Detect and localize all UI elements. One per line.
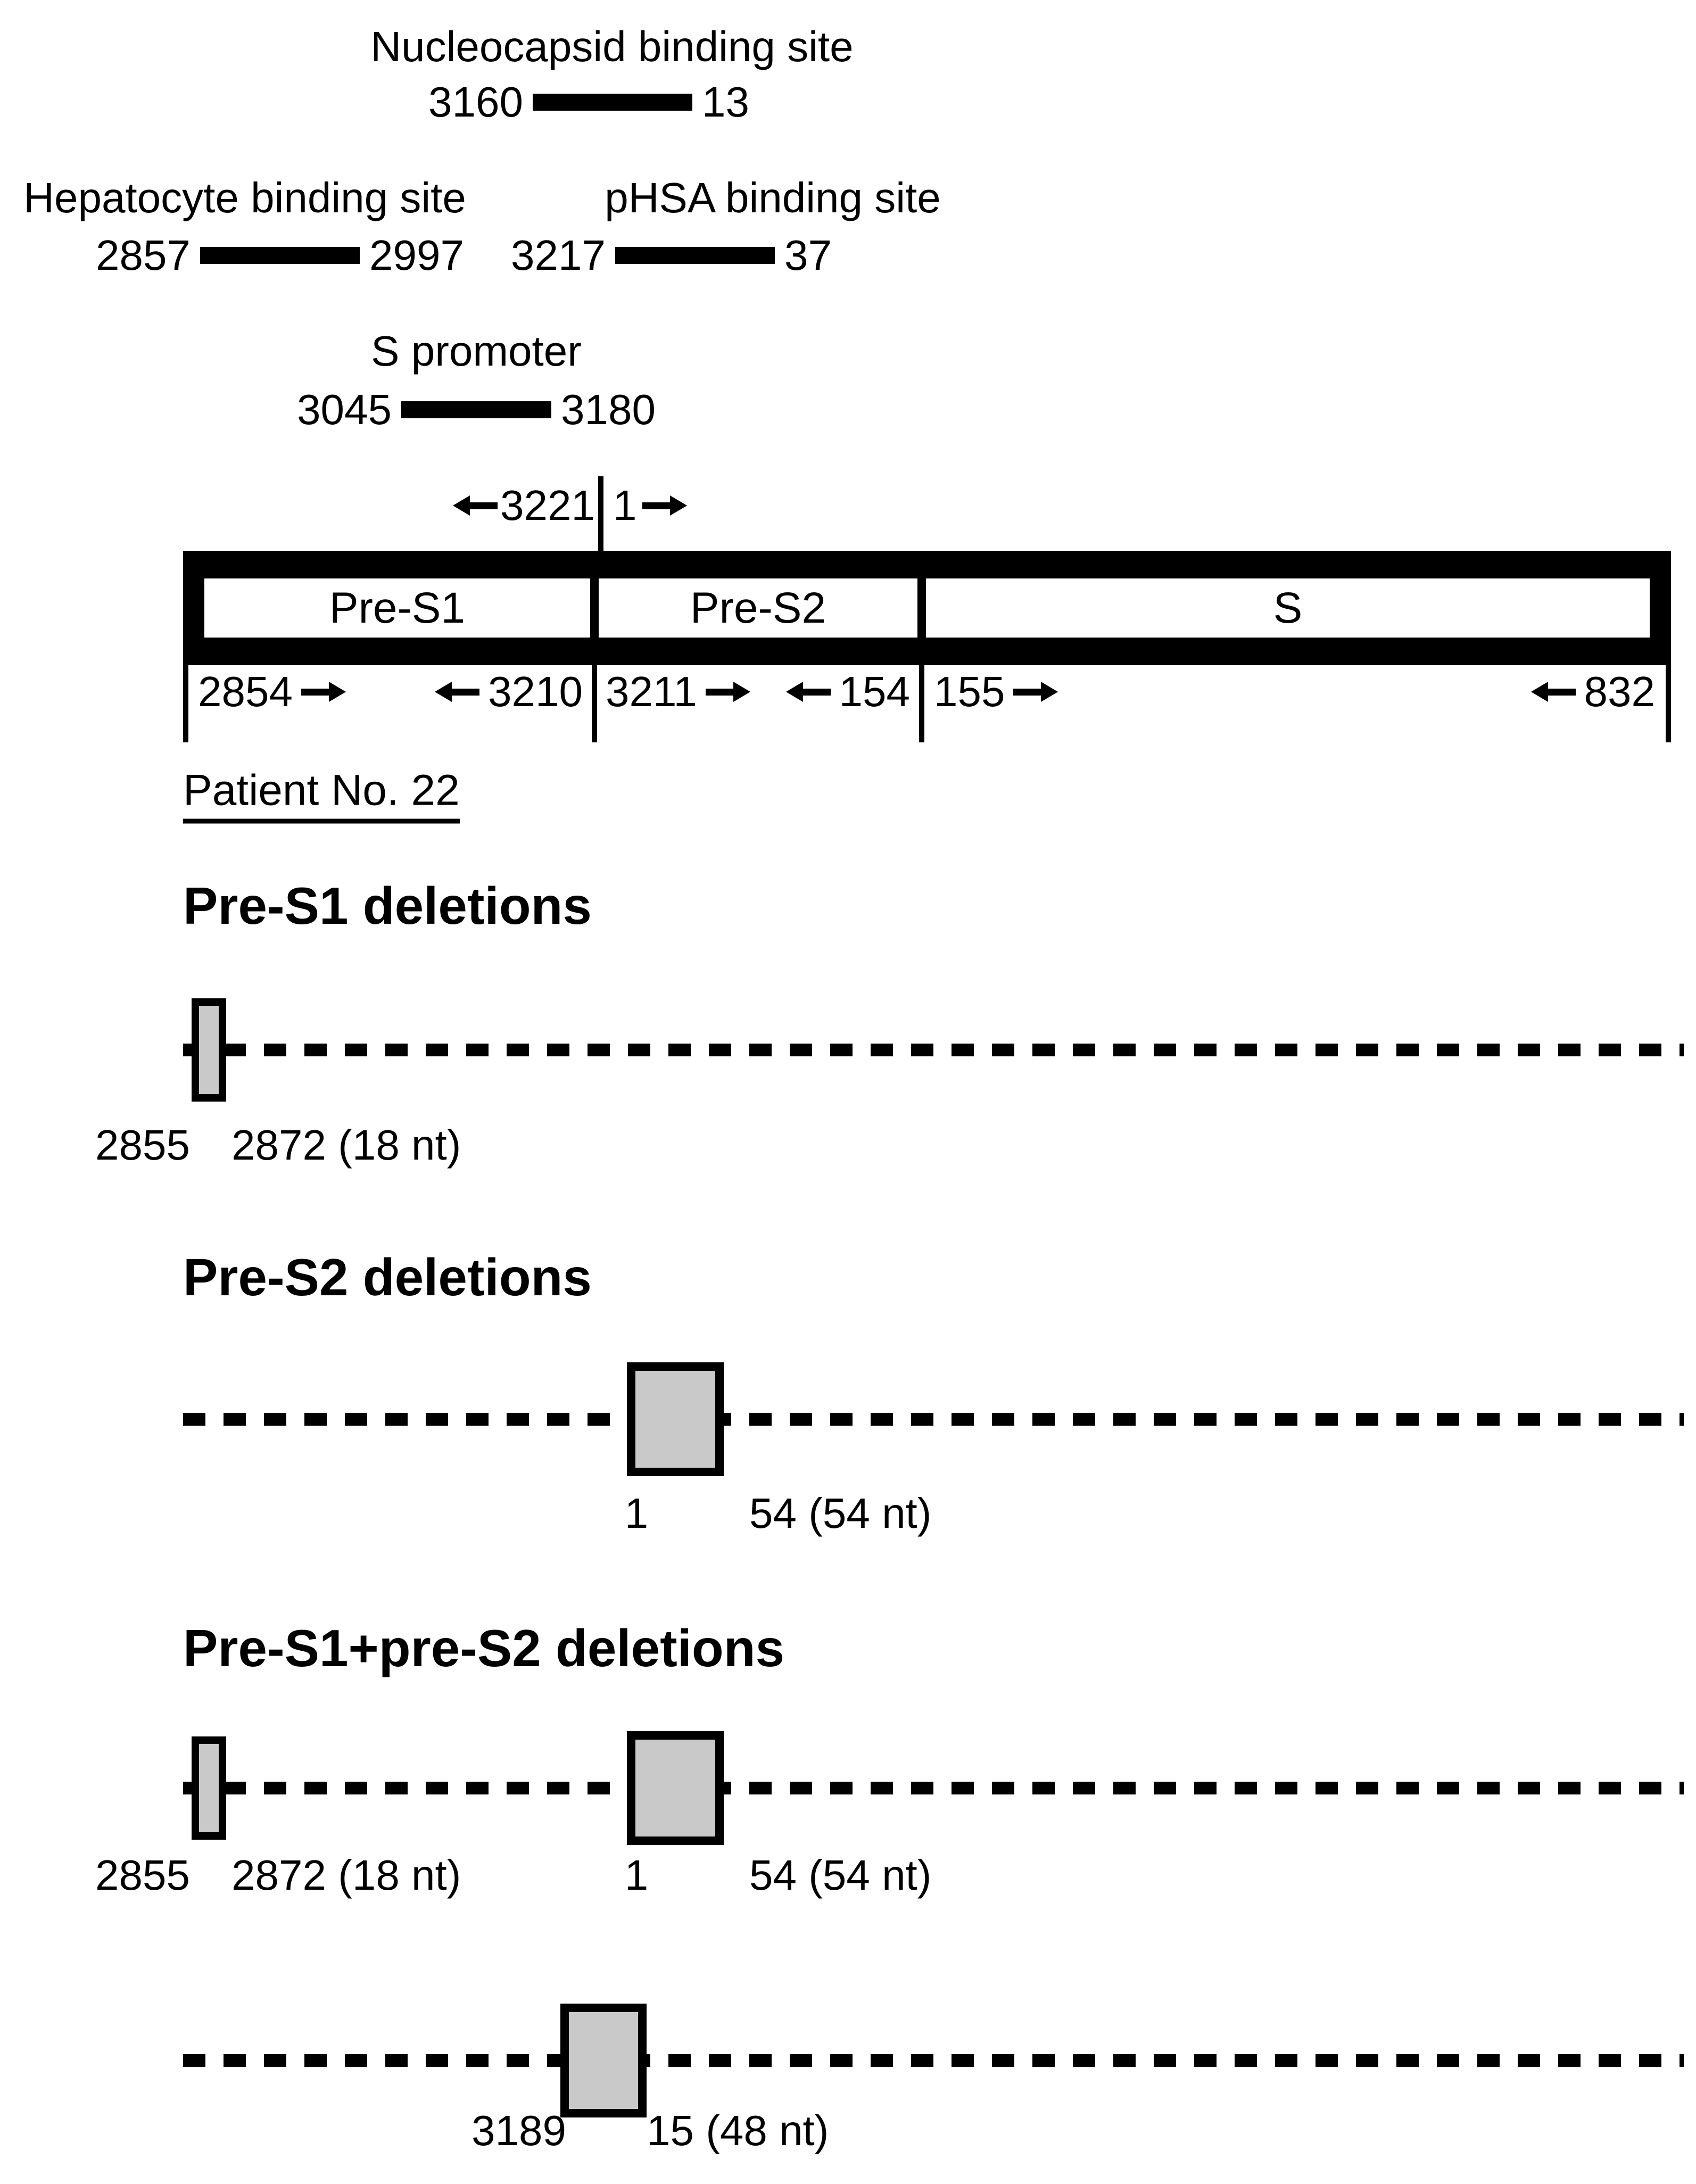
pre-s1-end-label: 3210	[435, 667, 583, 716]
s-end-label: 832	[1530, 667, 1655, 716]
hepatocyte-segment: 2857 2997	[96, 231, 464, 280]
pre-s2-start-value: 3211	[606, 668, 698, 715]
deletion-box-combined-row2	[560, 2004, 647, 2117]
deletion-combined-a-end: 2872 (18 nt)	[231, 1851, 461, 1899]
nucleocapsid-end: 13	[701, 78, 749, 126]
bar-tick-left-edge	[183, 664, 188, 742]
pre-s2-start-label: 3211	[606, 667, 751, 716]
section-heading-combined-deletions: Pre-S1+pre-S2 deletions	[183, 1619, 785, 1677]
deletion-combined-b-end: 54 (54 nt)	[749, 1851, 932, 1899]
region-label-s: S	[1273, 583, 1303, 632]
pre-s1-start-value: 2854	[198, 668, 293, 715]
region-label-pre-s1: Pre-S1	[329, 583, 466, 632]
right-arrow-icon	[301, 682, 346, 702]
bar-tick-right-edge	[1666, 664, 1671, 742]
s-start-value: 155	[934, 668, 1005, 715]
section-heading-pre-s2-deletions: Pre-S2 deletions	[183, 1248, 592, 1306]
deletion-combined-row2-start: 3189	[471, 2107, 566, 2154]
hepatocyte-binding-site-label: Hepatocyte binding site	[23, 174, 466, 221]
deletion-box-pre-s1	[192, 998, 226, 1102]
genome-bar: Pre-S1 Pre-S2 S	[183, 551, 1671, 665]
deletion-box-combined-pre-s1	[192, 1736, 226, 1840]
deletion-row1-dashed-line	[183, 1044, 1684, 1056]
phsa-start: 3217	[511, 231, 606, 279]
right-arrow-icon	[1013, 682, 1058, 702]
region-cell-pre-s1: Pre-S1	[204, 578, 590, 638]
hepatocyte-start: 2857	[96, 231, 191, 279]
phsa-segment: 3217 37	[511, 231, 832, 280]
s-promoter-start: 3045	[297, 386, 392, 433]
nucleocapsid-segment: 3160 13	[428, 78, 749, 127]
patient-label: Patient No. 22	[183, 768, 460, 824]
s-promoter-label: S promoter	[371, 327, 582, 375]
left-arrow-icon	[435, 682, 480, 702]
left-arrow-icon	[785, 682, 831, 702]
left-arrow-icon	[453, 495, 498, 516]
deletion-row4-dashed-line	[183, 2054, 1684, 2067]
deletion-row2-dashed-line	[183, 1413, 1684, 1426]
phsa-end: 37	[784, 231, 832, 279]
nucleocapsid-binding-site-label: Nucleocapsid binding site	[370, 23, 854, 70]
s-promoter-end: 3180	[560, 386, 656, 433]
pre-s1-start-label: 2854	[198, 667, 346, 716]
bar-tick-pre-s2-s	[919, 664, 924, 742]
origin-right-coordinate: 1	[613, 482, 637, 529]
right-arrow-icon	[706, 682, 751, 702]
deletion-combined-b-start: 1	[624, 1851, 649, 1899]
region-label-pre-s2: Pre-S2	[690, 583, 826, 632]
deletion-pre-s1-end: 2872 (18 nt)	[231, 1121, 461, 1169]
s-end-value: 832	[1584, 668, 1655, 715]
phsa-binding-site-label: pHSA binding site	[605, 174, 941, 221]
deletion-box-pre-s2	[627, 1362, 724, 1476]
s-promoter-segment-bar	[401, 401, 551, 418]
right-arrow-icon	[642, 495, 687, 516]
s-promoter-segment: 3045 3180	[297, 385, 656, 434]
pre-s2-end-value: 154	[839, 668, 910, 715]
phsa-segment-bar	[615, 247, 775, 264]
origin-tick-line	[598, 476, 603, 553]
deletion-row3-dashed-line	[183, 1782, 1684, 1794]
deletion-pre-s2-end: 54 (54 nt)	[749, 1490, 932, 1537]
nucleocapsid-segment-bar	[532, 94, 692, 111]
deletion-pre-s1-start: 2855	[95, 1121, 190, 1169]
hepatocyte-end: 2997	[369, 231, 464, 279]
hepatocyte-segment-bar	[200, 247, 360, 264]
deletion-box-combined-pre-s2	[627, 1731, 724, 1845]
deletion-pre-s2-start: 1	[624, 1490, 649, 1537]
section-heading-pre-s1-deletions: Pre-S1 deletions	[183, 876, 592, 935]
bar-tick-pre-s1-pre-s2	[592, 664, 597, 742]
deletion-combined-row2-end: 15 (48 nt)	[647, 2107, 829, 2154]
s-start-label: 155	[934, 667, 1058, 716]
left-arrow-icon	[1530, 682, 1576, 702]
nucleocapsid-start: 3160	[428, 78, 523, 126]
origin-left-coordinate: 3221	[500, 482, 595, 529]
pre-s2-end-label: 154	[785, 667, 910, 716]
region-cell-pre-s2: Pre-S2	[599, 578, 917, 638]
deletion-combined-a-start: 2855	[95, 1851, 190, 1899]
region-cell-s: S	[926, 578, 1650, 638]
pre-s1-end-value: 3210	[488, 668, 583, 715]
genome-bar-inner: Pre-S1 Pre-S2 S	[198, 572, 1656, 644]
